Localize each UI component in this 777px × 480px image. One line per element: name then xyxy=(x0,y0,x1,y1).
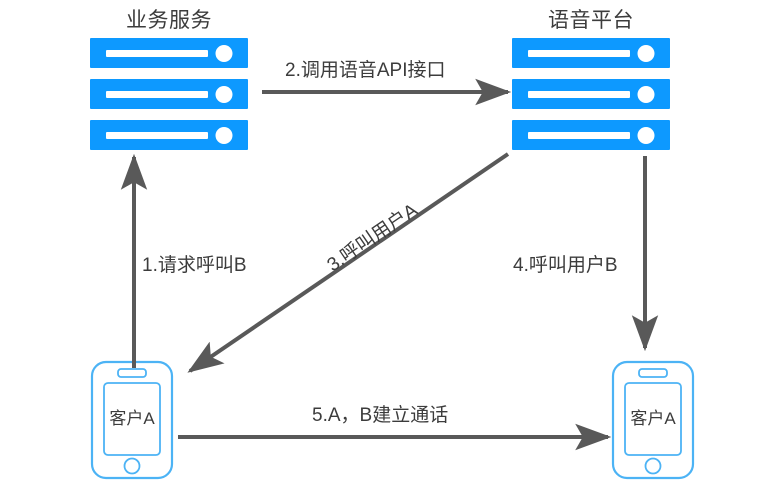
phone-left-label: 客户A xyxy=(109,409,155,428)
voice-platform-title: 语音平台 xyxy=(548,9,634,32)
business-server-icon xyxy=(90,38,248,150)
edge-label-step-4: 4.呼叫用户B xyxy=(513,255,618,276)
voice-platform-server-icon xyxy=(512,38,670,150)
edge-label-step-2: 2.调用语音API接口 xyxy=(285,60,446,81)
edge-label-step-5: 5.A，B建立通话 xyxy=(312,405,449,426)
arrow-step-3 xyxy=(187,152,510,373)
edge-label-step-1: 1.请求呼叫B xyxy=(142,255,247,276)
business-server-title: 业务服务 xyxy=(126,9,212,32)
phone-right-icon xyxy=(611,360,695,480)
phone-right-label: 客户A xyxy=(630,409,676,428)
